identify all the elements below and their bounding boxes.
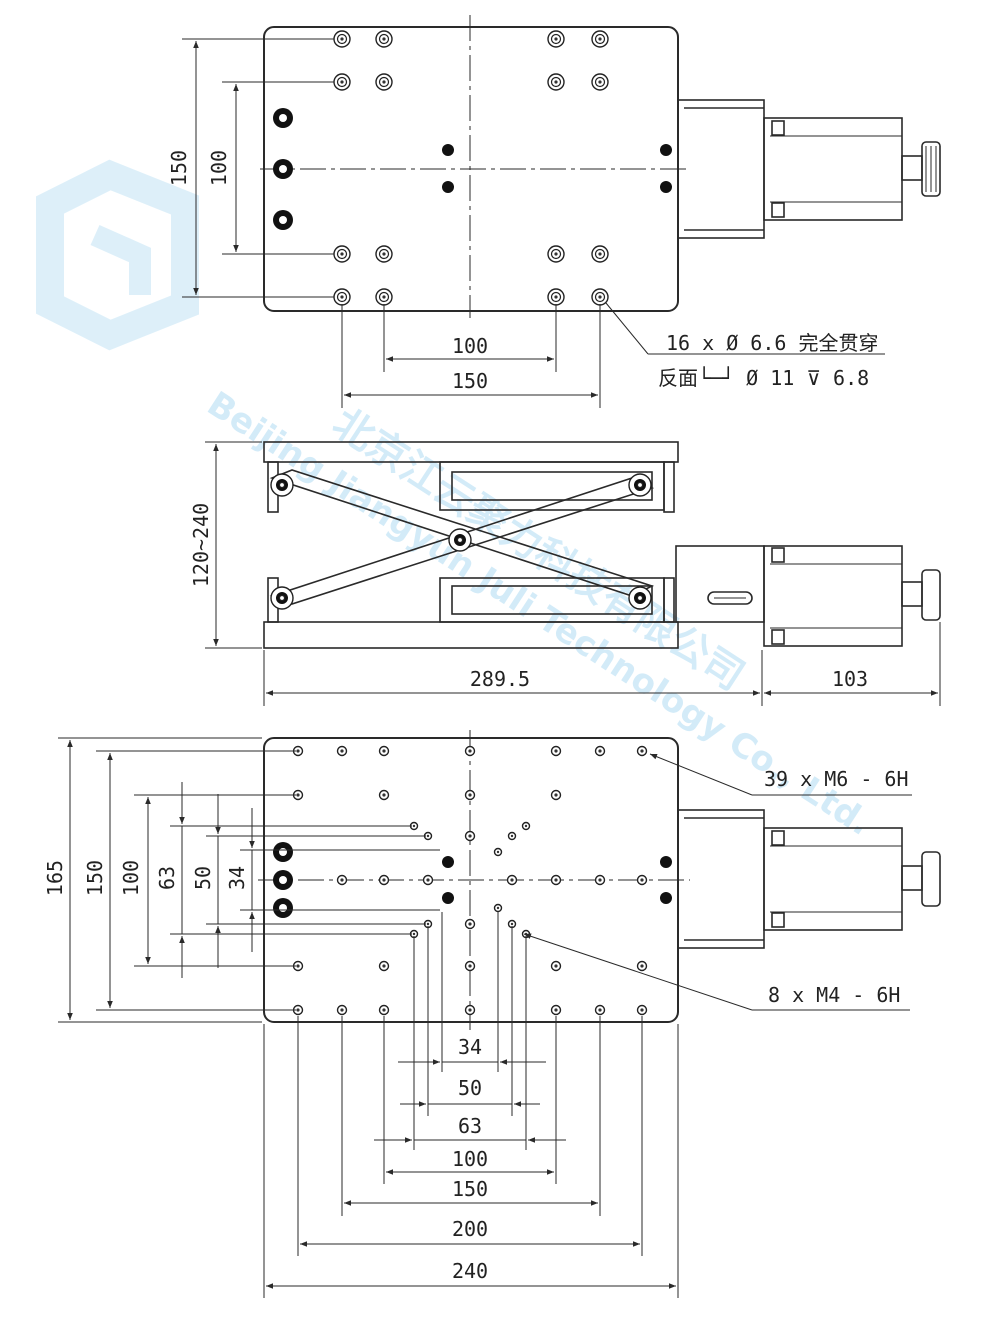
dim-bottom-v34: 34 — [225, 866, 249, 890]
note-counterbore-line1: 16 x Ø 6.6 完全贯穿 — [666, 331, 878, 355]
dim-bottom-h100: 100 — [452, 1147, 488, 1171]
dim-bottom-h240: 240 — [452, 1259, 488, 1283]
top-knob — [921, 141, 941, 197]
dim-bottom-v150: 150 — [83, 860, 107, 896]
bottom-knob — [921, 851, 941, 907]
side-knob — [921, 569, 941, 621]
top-view: 150 100 100 150 16 x Ø 6.6 完全贯穿 反面└─┘ Ø … — [167, 15, 941, 408]
top-housing — [677, 99, 765, 239]
dim-bottom-v165: 165 — [43, 860, 67, 896]
dim-bottom-h63: 63 — [458, 1114, 482, 1138]
note-counterbore-line2: 反面└─┘ Ø 11 ⊽ 6.8 — [658, 366, 869, 390]
dim-side-knob: 103 — [832, 667, 868, 691]
bottom-view: 165 150 100 63 50 34 34 50 — [43, 730, 941, 1298]
dim-top-h150: 150 — [167, 150, 191, 186]
note-m4: 8 x M4 - 6H — [768, 983, 900, 1007]
dim-bottom-v50: 50 — [191, 866, 215, 890]
dim-bottom-v63: 63 — [155, 866, 179, 890]
dim-bottom-h150: 150 — [452, 1177, 488, 1201]
dim-side-length: 289.5 — [470, 667, 530, 691]
note-m6: 39 x M6 - 6H — [764, 767, 909, 791]
dim-bottom-h200: 200 — [452, 1217, 488, 1241]
top-counterbore-holes — [333, 30, 609, 306]
side-view: 120~240 289.5 103 — [189, 441, 941, 706]
dim-top-h100: 100 — [207, 150, 231, 186]
dim-bottom-h50: 50 — [458, 1076, 482, 1100]
scissor-pivots — [270, 473, 652, 610]
side-housing — [675, 545, 765, 623]
dim-side-height: 120~240 — [189, 503, 213, 587]
dim-bottom-h34: 34 — [458, 1035, 482, 1059]
dim-top-w150: 150 — [452, 369, 488, 393]
watermark-logo-icon — [36, 159, 199, 351]
dim-bottom-v100: 100 — [119, 860, 143, 896]
dim-top-w100: 100 — [452, 334, 488, 358]
bottom-tapped-holes — [292, 745, 648, 1016]
top-knob-shaft — [901, 155, 923, 181]
